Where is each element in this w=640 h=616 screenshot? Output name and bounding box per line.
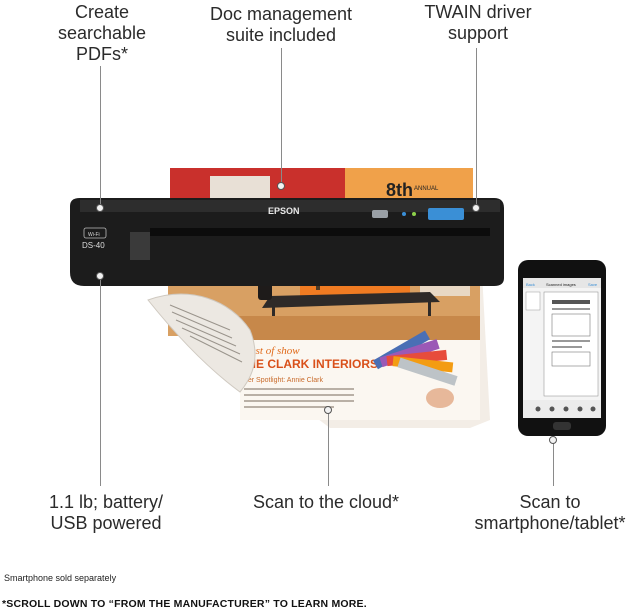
curled-page — [147, 293, 256, 393]
feature-doc-line-2: suite included — [225, 25, 337, 45]
feature-scan-to-cloud: Scan to the cloud* — [236, 492, 416, 513]
feature-battery-line-1: 1.1 lb; battery/ — [48, 492, 164, 512]
feature-doc-line-1: Doc management — [209, 4, 353, 24]
magazine-best-of-show: Best of show — [244, 345, 300, 357]
leader-line-twain — [476, 48, 477, 208]
feature-phone-line-1: Scan to — [519, 492, 581, 512]
scanner-wifi-badge: Wi-Fi — [88, 232, 100, 238]
scanner-model: DS-40 — [82, 241, 105, 250]
magazine-headline-annual: ANNUAL — [414, 186, 439, 192]
phone-title: Scanned images — [546, 282, 576, 287]
feature-pdf-line-3: PDFs* — [75, 44, 128, 64]
leader-line-cloud — [328, 410, 329, 486]
phone-save-tab: Save — [588, 282, 598, 287]
scanner-body: EPSON Wi-Fi DS-40 — [70, 198, 504, 286]
feature-create-searchable-pdfs: Create searchable PDFs* — [52, 2, 152, 65]
leader-line-phone — [553, 440, 554, 486]
smartphone-sold-separately-note: Smartphone sold separately — [4, 573, 117, 583]
magazine-company-name: NIE CLARK INTERIORS — [244, 357, 378, 371]
feature-doc-management: Doc management suite included — [196, 4, 366, 46]
leader-line-doc — [281, 48, 282, 186]
leader-line-battery — [100, 276, 101, 486]
phone-back-tab: Back — [526, 282, 535, 287]
scanner-brand-logo: EPSON — [268, 206, 300, 216]
footer-scroll-note: *SCROLL DOWN TO “FROM THE MANUFACTURER” … — [2, 598, 367, 610]
magazine-headline-8th: 8th — [386, 180, 413, 200]
leader-dot-doc — [277, 182, 285, 190]
feature-battery-usb: 1.1 lb; battery/ USB powered — [36, 492, 176, 534]
leader-dot-phone — [549, 436, 557, 444]
feature-cloud-line-1: Scan to the cloud* — [252, 492, 400, 512]
feature-pdf-line-1: Create — [74, 2, 130, 22]
feature-phone-line-2: smartphone/tablet* — [474, 513, 626, 533]
magazine-spotlight: ner Spotlight: Annie Clark — [244, 377, 323, 384]
feature-twain-line-1: TWAIN driver — [424, 2, 532, 22]
leader-dot-cloud — [324, 406, 332, 414]
feature-battery-line-2: USB powered — [50, 513, 162, 533]
leader-dot-pdf — [96, 204, 104, 212]
smartphone: Back Scanned images Save — [518, 260, 606, 436]
leader-dot-twain — [472, 204, 480, 212]
feature-pdf-line-2: searchable — [57, 23, 147, 43]
feature-scan-to-smartphone: Scan to smartphone/tablet* — [462, 492, 638, 534]
color-swatch-fan — [373, 330, 458, 386]
leader-line-pdf — [100, 66, 101, 208]
feature-twain-line-2: support — [447, 23, 509, 43]
leader-dot-battery — [96, 272, 104, 280]
feature-twain-driver: TWAIN driver support — [408, 2, 548, 44]
